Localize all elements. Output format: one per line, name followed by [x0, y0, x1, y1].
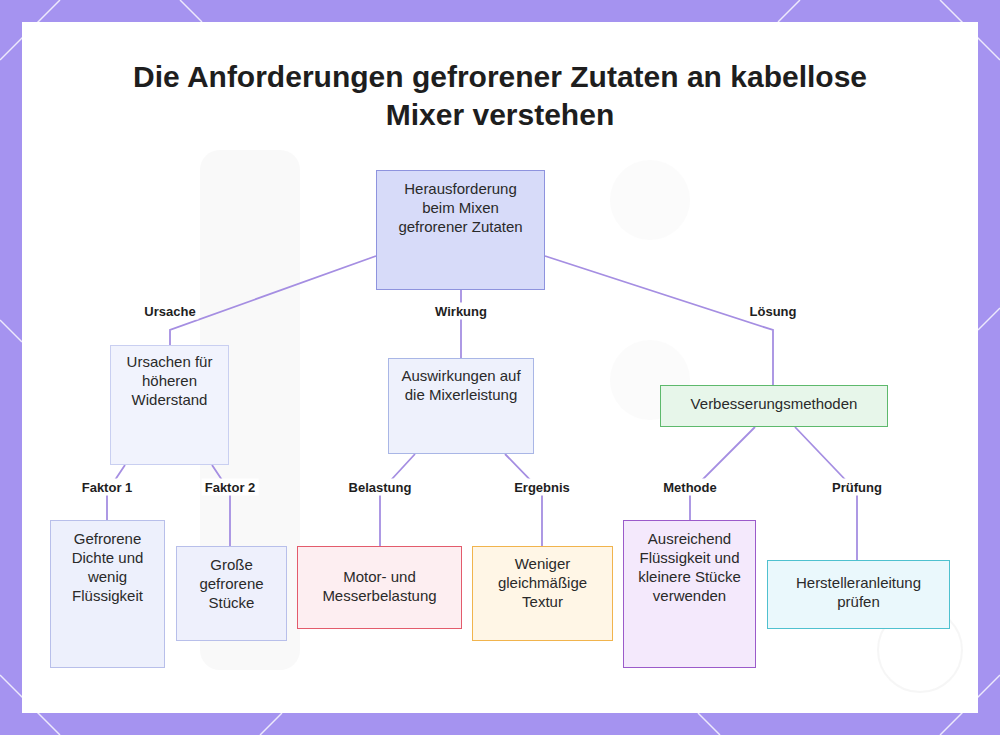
effect-box: Auswirkungen auf die Mixerleistung — [388, 358, 534, 454]
node-text: Gefrorene Dichte und wenig Flüssigkeit — [61, 529, 154, 605]
connector-line — [505, 454, 542, 546]
factor-box: Große gefrorene Stücke — [176, 546, 287, 641]
method-box: Ausreichend Flüssigkeit und kleinere Stü… — [623, 520, 756, 668]
node-text: Herstelleranleitung prüfen — [778, 573, 939, 611]
edge-label: Lösung — [747, 303, 800, 320]
connector-line — [170, 256, 376, 345]
cause-box: Ursachen für höheren Widerstand — [110, 345, 229, 465]
connector-line — [380, 454, 415, 546]
node-text: Auswirkungen auf die Mixerleistung — [399, 366, 523, 404]
edge-label: Belastung — [346, 479, 415, 496]
edge-label: Prüfung — [829, 479, 885, 496]
factor-box: Gefrorene Dichte und wenig Flüssigkeit — [50, 520, 165, 668]
node-text: Motor- und Messerbelastung — [308, 567, 451, 605]
edge-label: Faktor 1 — [79, 479, 136, 496]
connector-line — [690, 427, 755, 520]
node-text: Verbesserungsmethoden — [691, 394, 858, 413]
edge-label: Ergebnis — [511, 479, 573, 496]
edge-label: Faktor 2 — [202, 479, 259, 496]
node-text: Weniger gleichmäßige Textur — [483, 554, 602, 611]
connector-line — [460, 290, 462, 358]
root-box: Herausforderung beim Mixen gefrorener Zu… — [376, 170, 545, 290]
diagram-title: Die Anforderungen gefrorener Zutaten an … — [100, 58, 900, 134]
result-box: Weniger gleichmäßige Textur — [472, 546, 613, 641]
node-text: Herausforderung beim Mixen gefrorener Zu… — [387, 179, 534, 236]
white-panel — [22, 22, 978, 713]
connector-line — [212, 465, 230, 546]
connector-line — [545, 256, 773, 385]
check-box: Herstelleranleitung prüfen — [767, 560, 950, 629]
edge-label: Ursache — [141, 303, 198, 320]
node-text: Große gefrorene Stücke — [187, 555, 276, 612]
node-text: Ausreichend Flüssigkeit und kleinere Stü… — [634, 529, 745, 605]
solution-box: Verbesserungsmethoden — [660, 385, 888, 427]
node-text: Ursachen für höheren Widerstand — [121, 352, 218, 409]
blurred-background — [200, 150, 962, 692]
load-box: Motor- und Messerbelastung — [297, 546, 462, 629]
edge-label: Methode — [660, 479, 719, 496]
edge-label: Wirkung — [432, 303, 490, 320]
